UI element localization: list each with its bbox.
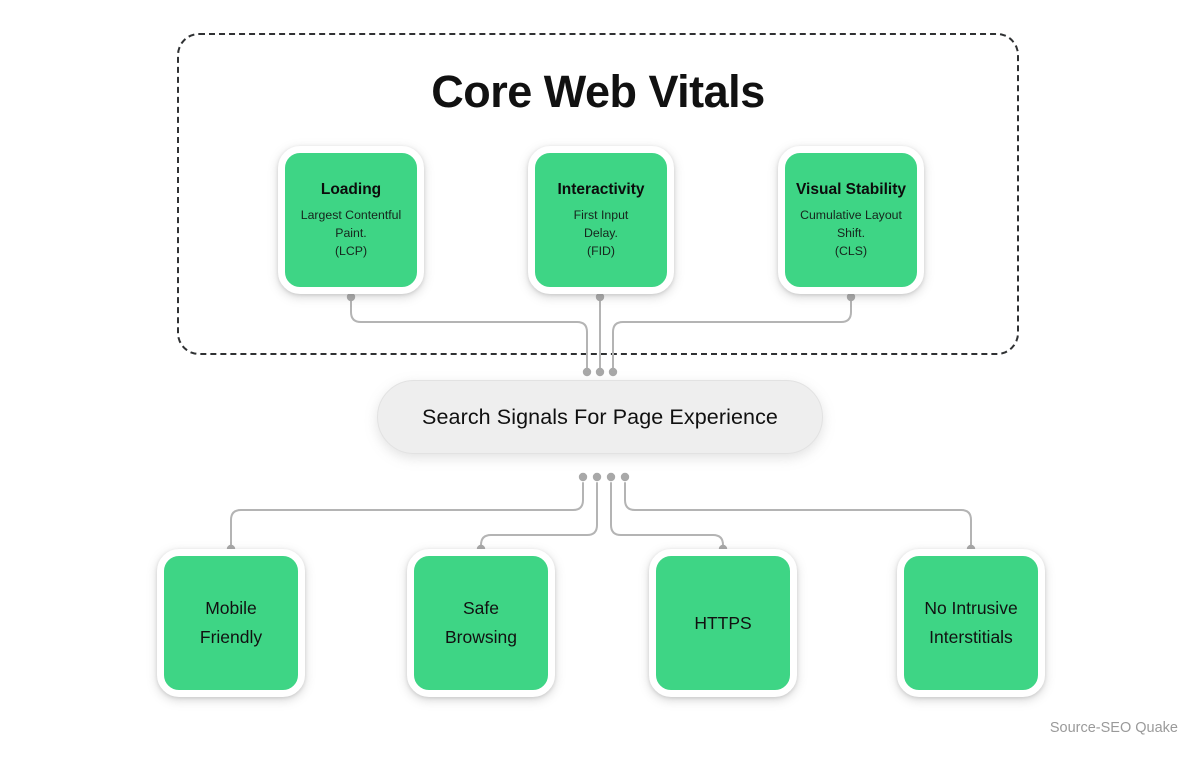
- connector-dot-hub-out-4: [620, 472, 630, 482]
- vital-card-loading-title: Loading: [320, 181, 382, 198]
- connector-dot-hub-out-3: [606, 472, 616, 482]
- vital-card-visual-stability[interactable]: Visual Stability Cumulative Layout Shift…: [778, 146, 924, 294]
- search-signals-hub[interactable]: Search Signals For Page Experience: [377, 380, 823, 454]
- source-attribution: Source-SEO Quake: [1049, 720, 1178, 736]
- connector-dot-hub-in-center: [595, 367, 605, 377]
- connector-dot-hub-in-left: [582, 367, 592, 377]
- search-signals-hub-label: Search Signals For Page Experience: [422, 404, 778, 429]
- signal-card-mobile-friendly-label: Mobile Friendly: [199, 598, 263, 647]
- vital-card-interactivity-title: Interactivity: [557, 181, 645, 198]
- connector-dot-hub-out-2: [592, 472, 602, 482]
- vital-card-visual-stability-title: Visual Stability: [796, 181, 906, 198]
- link-hub-to-https: [610, 482, 724, 549]
- signal-card-mobile-friendly[interactable]: Mobile Friendly: [157, 549, 305, 697]
- core-web-vitals-title: Core Web Vitals: [431, 66, 765, 117]
- signal-card-safe-browsing[interactable]: Safe Browsing: [407, 549, 555, 697]
- signal-card-safe-browsing-label: Safe Browsing: [445, 598, 517, 647]
- link-hub-to-mobile-friendly: [230, 482, 584, 549]
- signal-card-no-intrusive-interstitials[interactable]: No Intrusive Interstitials: [897, 549, 1045, 697]
- link-hub-to-no-intrusive-interstitials: [624, 482, 972, 549]
- connector-dot-hub-in-right: [608, 367, 618, 377]
- core-web-vitals-group-boundary: [177, 33, 1019, 355]
- vital-card-loading-subtitle: Largest Contentful Paint. (LCP): [300, 208, 402, 258]
- signal-card-no-intrusive-interstitials-label: No Intrusive Interstitials: [924, 598, 1018, 647]
- vital-card-interactivity[interactable]: Interactivity First Input Delay. (FID): [528, 146, 674, 294]
- vital-card-interactivity-subtitle: First Input Delay. (FID): [573, 208, 629, 258]
- vital-card-loading[interactable]: Loading Largest Contentful Paint. (LCP): [278, 146, 424, 294]
- connector-dot-hub-out-1: [578, 472, 588, 482]
- link-hub-to-safe-browsing: [480, 482, 598, 549]
- vital-card-visual-stability-subtitle: Cumulative Layout Shift. (CLS): [800, 208, 902, 258]
- signal-card-https[interactable]: HTTPS: [649, 549, 797, 697]
- signal-card-https-label: HTTPS: [694, 612, 752, 633]
